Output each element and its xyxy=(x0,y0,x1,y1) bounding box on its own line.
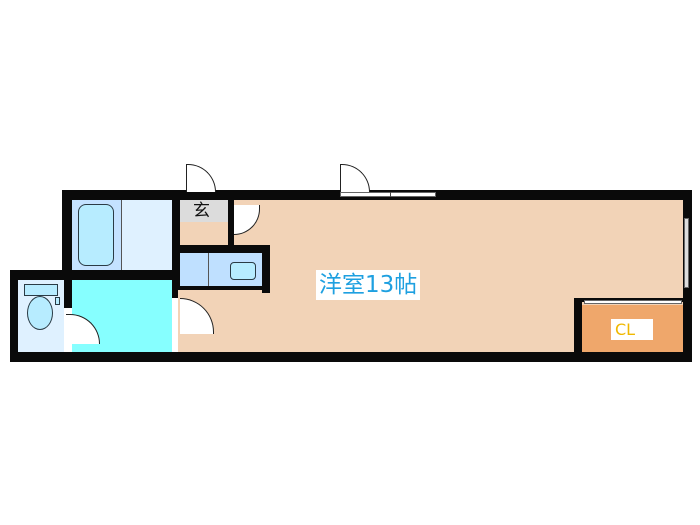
sliding-window-top xyxy=(340,192,436,197)
wall-bath-right xyxy=(172,190,180,290)
bathtub-icon xyxy=(78,204,114,266)
entrance-door-icon[interactable] xyxy=(186,164,216,192)
closet-label: CL xyxy=(611,319,653,340)
kitchen-sink-icon xyxy=(230,262,256,280)
wall-entrance-kitchen xyxy=(180,245,270,253)
entrance-label: 玄 xyxy=(193,201,210,221)
entrance-step xyxy=(180,222,228,242)
bath-divider xyxy=(121,200,122,270)
kitchen-divider xyxy=(208,253,209,286)
wall-kitchen-right xyxy=(262,245,270,293)
wall-bath-bottom xyxy=(10,270,180,280)
balcony-door-icon[interactable] xyxy=(340,164,370,192)
wall-entrance-right xyxy=(228,200,234,245)
sliding-window-divider xyxy=(390,192,391,197)
toilet-tank-icon xyxy=(24,284,58,296)
wall-toilet-left xyxy=(10,270,18,362)
wall-kitchen-bottom xyxy=(178,286,270,290)
wall-washroom-right xyxy=(172,290,178,298)
room-entrance xyxy=(180,200,228,222)
toilet-bowl-icon xyxy=(27,296,53,330)
wall-closet-left xyxy=(574,298,582,356)
window-right xyxy=(684,218,689,288)
wall-bath-left xyxy=(62,190,72,280)
toilet-lever-icon xyxy=(55,297,60,305)
wall-bottom xyxy=(10,352,692,362)
room-label-western: 洋室13帖 xyxy=(316,270,421,300)
closet-sliding-door xyxy=(584,300,682,304)
wall-toilet-right xyxy=(64,278,72,308)
